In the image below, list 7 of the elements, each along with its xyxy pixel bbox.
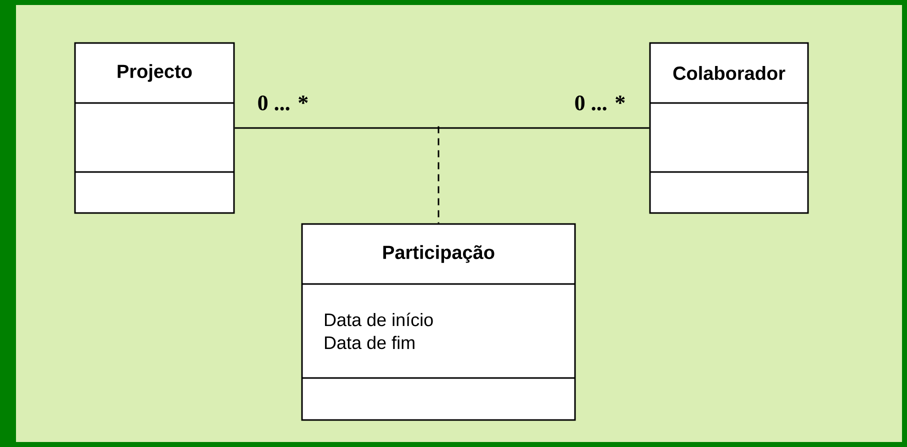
class-box: Colaborador <box>649 42 809 214</box>
dashed-line <box>438 126 440 224</box>
multiplicity-label: 0 ... * <box>575 96 625 110</box>
multiplicity-label: 0 ... * <box>258 96 308 110</box>
class-box: Projecto <box>74 42 235 214</box>
association-line <box>234 127 650 129</box>
class-box: Participação Data de início Data de fim <box>301 223 576 421</box>
